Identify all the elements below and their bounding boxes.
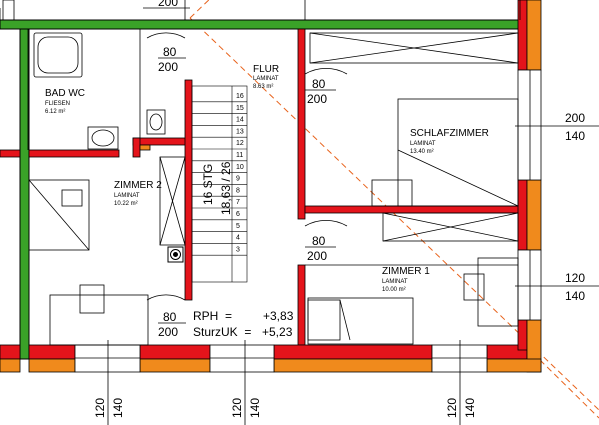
- stairs-count: 16 STG: [201, 164, 215, 205]
- sturz-label: SturzUK =: [193, 325, 251, 339]
- stair-step-number: 16: [236, 93, 244, 100]
- windows: [74, 69, 542, 373]
- window-bottom-1-width: 120: [93, 398, 107, 418]
- door-2-height: 200: [307, 92, 327, 106]
- bottom-dim-lines: [107, 340, 461, 425]
- stair-step-number: 12: [236, 140, 244, 147]
- room-flur-name: FLUR: [253, 64, 279, 75]
- room-bad-name: BAD WC: [45, 88, 85, 99]
- stair-step-number: 3: [236, 246, 240, 253]
- window-bottom-2-width: 120: [230, 398, 244, 418]
- rph-label: RPH =: [193, 309, 232, 323]
- room-bad-area: 6.12 m²: [45, 109, 65, 115]
- room-zimmer2-area: 10.22 m²: [114, 201, 138, 207]
- staircase: [191, 85, 248, 283]
- window-right-2-width: 120: [565, 271, 585, 285]
- window-bottom-1-height: 140: [111, 398, 125, 418]
- window-right-1-width: 200: [565, 111, 585, 125]
- door-3-height: 200: [307, 249, 327, 263]
- wardrobe-zimmer2: [159, 156, 186, 246]
- stair-step-number: 13: [236, 128, 244, 135]
- bed-zimmer1: [307, 297, 414, 345]
- stair-step-number: 5: [236, 223, 240, 230]
- door-2-width: 80: [312, 77, 326, 91]
- door-1-width: 80: [163, 45, 177, 59]
- right-dim-lines: [515, 125, 599, 287]
- room-zimmer1-floor: LAMINAT: [382, 279, 408, 285]
- door-top-height: 200: [158, 0, 178, 9]
- stair-step-number: 9: [236, 176, 240, 183]
- door-swings: [146, 32, 348, 301]
- red-walls: [0, 0, 528, 360]
- bed-schlaf: [371, 98, 519, 207]
- door-3-width: 80: [312, 234, 326, 248]
- inner-lines: [0, 0, 521, 266]
- door-4-height: 200: [158, 325, 178, 339]
- window-bottom-2-height: 140: [248, 398, 262, 418]
- door-1-height: 200: [158, 60, 178, 74]
- toilet: [146, 109, 166, 135]
- bed-zimmer2: [28, 179, 90, 251]
- bathtub: [33, 32, 83, 78]
- sturz-value: +5,23: [262, 325, 293, 339]
- stairs-dims: 18,63 / 26: [219, 161, 233, 215]
- desk-zimmer1: [463, 257, 519, 327]
- wardrobe-schlaf: [309, 32, 519, 64]
- room-flur-area: 8.63 m²: [253, 84, 273, 90]
- room-schlaf-name: SCHLAFZIMMER: [410, 128, 489, 139]
- window-bottom-3-height: 140: [463, 398, 477, 418]
- stair-step-number: 8: [236, 187, 240, 194]
- stair-steps: 16 15 14 13 12 11 10 9 8 7 6 5 4 3: [192, 93, 247, 256]
- stair-step-number: 7: [236, 199, 240, 206]
- window-right-1-height: 140: [565, 129, 585, 143]
- room-flur-floor: LAMINAT: [253, 76, 279, 82]
- rph-value: +3,83: [263, 309, 294, 323]
- stair-step-number: 10: [236, 164, 244, 171]
- stair-step-number: 11: [236, 152, 243, 159]
- room-zimmer1-area: 10.00 m²: [382, 287, 406, 293]
- window-right-2-height: 140: [565, 289, 585, 303]
- room-schlaf-area: 13.40 m²: [410, 149, 434, 155]
- room-bad-floor: FLIESEN: [45, 101, 70, 107]
- heating-unit: [167, 246, 184, 263]
- room-schlaf-floor: LAMINAT: [410, 141, 436, 147]
- sink: [87, 126, 119, 150]
- stair-step-number: 15: [236, 105, 244, 112]
- door-dim-lines: [143, 7, 336, 324]
- room-zimmer2-name: ZIMMER 2: [114, 180, 162, 191]
- room-zimmer2-floor: LAMINAT: [114, 193, 140, 199]
- stair-step-number: 14: [236, 117, 244, 124]
- stair-step-number: 4: [236, 235, 240, 242]
- stair-step-number: 6: [236, 211, 240, 218]
- room-zimmer1-name: ZIMMER 1: [382, 266, 430, 277]
- window-bottom-3-width: 120: [445, 398, 459, 418]
- door-4-width: 80: [163, 310, 177, 324]
- wardrobe-zimmer1: [382, 212, 519, 242]
- desk-zimmer2: [49, 284, 149, 346]
- orange-insulation: [0, 0, 542, 373]
